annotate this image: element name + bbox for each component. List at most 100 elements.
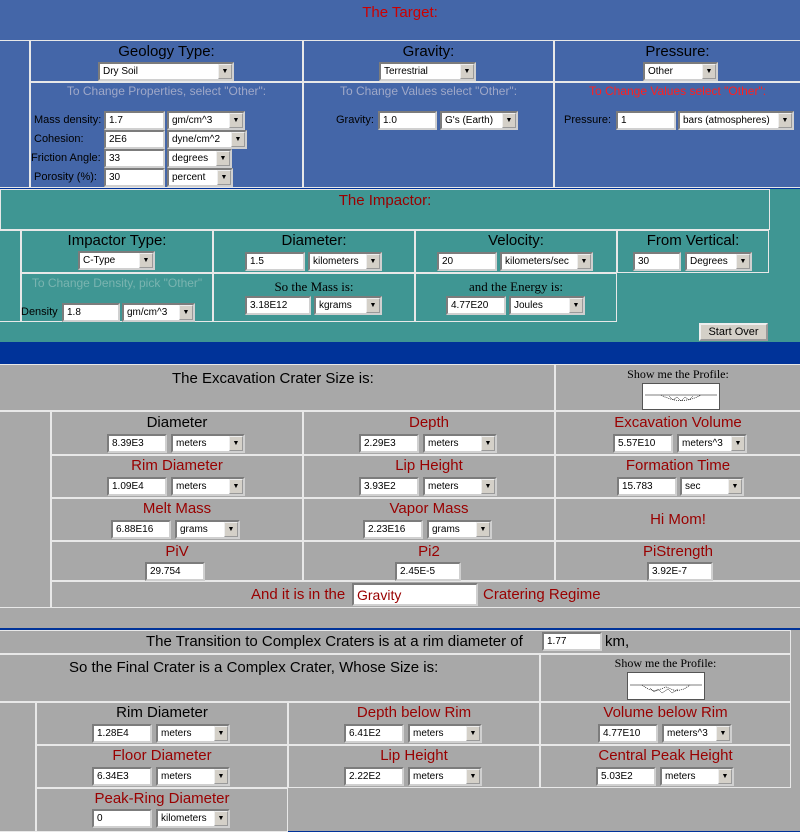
chevron-down-icon: ▼ bbox=[481, 436, 495, 451]
exc-lip-height-output[interactable]: 3.93E2 bbox=[359, 477, 419, 496]
exc-volume-output[interactable]: 5.57E10 bbox=[613, 434, 673, 453]
impactor-angle-unit-select[interactable]: Degrees▼ bbox=[685, 252, 752, 271]
exc-formation-time-unit-select[interactable]: sec▼ bbox=[680, 477, 744, 496]
chevron-down-icon: ▼ bbox=[217, 170, 231, 185]
exc-pi2-output[interactable]: 2.45E-5 bbox=[395, 562, 461, 581]
exc-hi-mom-text: Hi Mom! bbox=[650, 511, 706, 528]
cpx-cell-central-peak bbox=[540, 745, 791, 788]
exc-cell-depth bbox=[303, 411, 555, 455]
cpx-peak-ring-output[interactable]: 0 bbox=[92, 809, 152, 828]
chevron-down-icon: ▼ bbox=[216, 151, 230, 166]
pressure-note: To Change Values select "Other": bbox=[588, 84, 767, 98]
pressure-input[interactable]: 1 bbox=[616, 111, 676, 130]
exc-rim-diameter-output[interactable]: 1.09E4 bbox=[107, 477, 167, 496]
complex-profile-cell bbox=[540, 654, 791, 702]
complex-profile-thumbnail[interactable] bbox=[627, 672, 705, 700]
impactor-diameter-input[interactable]: 1.5 bbox=[245, 252, 305, 271]
chevron-down-icon: ▼ bbox=[702, 64, 716, 79]
transition-suffix: km, bbox=[605, 633, 630, 650]
exc-cell-rim-diameter bbox=[51, 455, 303, 498]
chevron-down-icon: ▼ bbox=[229, 436, 243, 451]
mass-density-unit-select[interactable]: gm/cm^3▼ bbox=[167, 111, 245, 130]
impactor-mass-output[interactable]: 3.18E12 bbox=[245, 296, 311, 315]
cpx-cell-lip-height bbox=[288, 745, 540, 788]
complex-top-border bbox=[0, 628, 800, 630]
target-title: The Target: bbox=[362, 4, 438, 21]
cpx-volume-output[interactable]: 4.77E10 bbox=[598, 724, 658, 743]
exc-volume-unit-select[interactable]: meters^3▼ bbox=[677, 434, 747, 453]
excavation-profile-label: Show me the Profile: bbox=[627, 367, 729, 381]
impactor-mass-cell bbox=[213, 273, 415, 322]
impactor-energy-output[interactable]: 4.77E20 bbox=[446, 296, 506, 315]
exc-depth-unit-select[interactable]: meters▼ bbox=[423, 434, 497, 453]
impactor-velocity-input[interactable]: 20 bbox=[437, 252, 497, 271]
friction-angle-unit-select[interactable]: degrees▼ bbox=[167, 149, 232, 168]
gravity-unit-select[interactable]: G's (Earth)▼ bbox=[440, 111, 518, 130]
exc-cell-lip-height bbox=[303, 455, 555, 498]
cpx-central-peak-unit-select[interactable]: meters▼ bbox=[660, 767, 734, 786]
chevron-down-icon: ▼ bbox=[214, 811, 228, 826]
exc-depth-label: Depth bbox=[408, 414, 450, 431]
chevron-down-icon: ▼ bbox=[179, 305, 193, 320]
impactor-density-input[interactable]: 1.8 bbox=[62, 303, 120, 322]
exc-depth-output[interactable]: 2.29E3 bbox=[359, 434, 419, 453]
cpx-depth-unit-select[interactable]: meters▼ bbox=[408, 724, 482, 743]
chevron-down-icon: ▼ bbox=[718, 769, 732, 784]
start-over-button[interactable]: Start Over bbox=[699, 323, 768, 341]
complex-left-strip bbox=[0, 702, 36, 832]
section-separator bbox=[0, 342, 800, 364]
cohesion-input[interactable]: 2E6 bbox=[104, 130, 165, 149]
chevron-down-icon: ▼ bbox=[728, 479, 742, 494]
regime-prefix: And it is in the bbox=[251, 586, 346, 603]
cpx-floor-diameter-unit-select[interactable]: meters▼ bbox=[156, 767, 230, 786]
regime-output[interactable]: Gravity bbox=[352, 583, 478, 606]
impactor-angle-header: From Vertical: bbox=[646, 232, 740, 249]
impactor-density-unit-select[interactable]: gm/cm^3▼ bbox=[122, 303, 195, 322]
impactor-mass-unit-select[interactable]: kgrams▼ bbox=[314, 296, 382, 315]
exc-diameter-unit-select[interactable]: meters▼ bbox=[171, 434, 245, 453]
exc-cell-volume bbox=[555, 411, 800, 455]
exc-formation-time-output[interactable]: 15.783 bbox=[617, 477, 677, 496]
cpx-lip-height-output[interactable]: 2.22E2 bbox=[344, 767, 404, 786]
impactor-density-note: To Change Density, pick "Other" bbox=[31, 276, 203, 290]
cpx-rim-diameter-unit-select[interactable]: meters▼ bbox=[156, 724, 230, 743]
cpx-floor-diameter-output[interactable]: 6.34E3 bbox=[92, 767, 152, 786]
cpx-central-peak-output[interactable]: 5.03E2 bbox=[596, 767, 656, 786]
exc-diameter-output[interactable]: 8.39E3 bbox=[107, 434, 167, 453]
pressure-unit-select[interactable]: bars (atmospheres)▼ bbox=[678, 111, 794, 130]
transition-output[interactable]: 1.77 bbox=[542, 632, 602, 651]
gravity-type-select[interactable]: Terrestrial▼ bbox=[379, 62, 476, 81]
chevron-down-icon: ▼ bbox=[460, 64, 474, 79]
cpx-rim-diameter-output[interactable]: 1.28E4 bbox=[92, 724, 152, 743]
impactor-energy-unit-select[interactable]: Joules▼ bbox=[509, 296, 585, 315]
cpx-cell-floor-diameter bbox=[36, 745, 288, 788]
impactor-velocity-unit-select[interactable]: kilometers/sec▼ bbox=[500, 252, 593, 271]
porosity-input[interactable]: 30 bbox=[104, 168, 165, 187]
exc-pistrength-output[interactable]: 3.92E-7 bbox=[647, 562, 713, 581]
impactor-diameter-unit-select[interactable]: kilometers▼ bbox=[308, 252, 382, 271]
exc-rim-diameter-unit-select[interactable]: meters▼ bbox=[171, 477, 245, 496]
cpx-depth-output[interactable]: 6.41E2 bbox=[344, 724, 404, 743]
excavation-profile-thumbnail[interactable] bbox=[642, 383, 720, 410]
impactor-angle-input[interactable]: 30 bbox=[633, 252, 681, 271]
impactor-type-select[interactable]: C-Type▼ bbox=[78, 251, 155, 270]
pressure-type-select[interactable]: Other▼ bbox=[643, 62, 718, 81]
exc-melt-mass-output[interactable]: 6.88E16 bbox=[111, 520, 171, 539]
exc-vapor-mass-unit-select[interactable]: grams▼ bbox=[427, 520, 492, 539]
exc-piv-output[interactable]: 29.754 bbox=[145, 562, 205, 581]
chevron-down-icon: ▼ bbox=[214, 769, 228, 784]
mass-density-input[interactable]: 1.7 bbox=[104, 111, 165, 130]
gravity-input[interactable]: 1.0 bbox=[378, 111, 437, 130]
cpx-lip-height-unit-select[interactable]: meters▼ bbox=[408, 767, 482, 786]
exc-vapor-mass-output[interactable]: 2.23E16 bbox=[363, 520, 423, 539]
exc-cell-vapor-mass bbox=[303, 498, 555, 541]
cohesion-unit-select[interactable]: dyne/cm^2▼ bbox=[167, 130, 247, 149]
porosity-unit-select[interactable]: percent▼ bbox=[167, 168, 233, 187]
cpx-peak-ring-unit-select[interactable]: kilometers▼ bbox=[156, 809, 230, 828]
geology-type-select[interactable]: Dry Soil▼ bbox=[98, 62, 234, 81]
friction-angle-input[interactable]: 33 bbox=[104, 149, 165, 168]
exc-melt-mass-unit-select[interactable]: grams▼ bbox=[175, 520, 240, 539]
chevron-down-icon: ▼ bbox=[481, 479, 495, 494]
cpx-volume-unit-select[interactable]: meters^3▼ bbox=[662, 724, 732, 743]
exc-lip-height-unit-select[interactable]: meters▼ bbox=[423, 477, 497, 496]
